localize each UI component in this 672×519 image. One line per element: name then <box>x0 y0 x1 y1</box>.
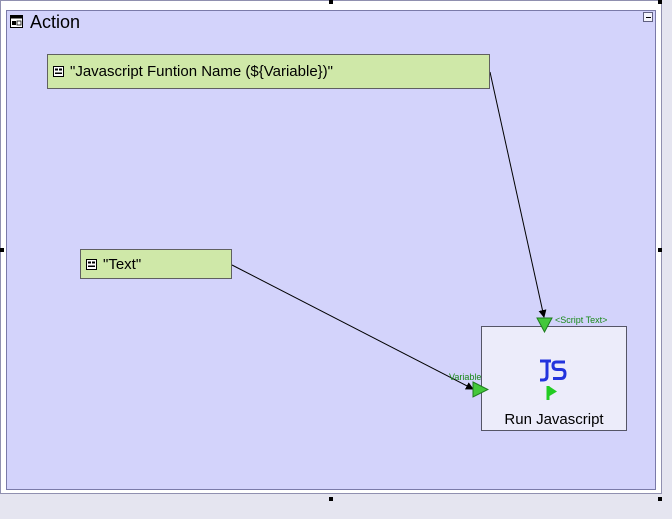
collapse-button[interactable] <box>643 12 653 22</box>
container-title: Action <box>30 12 81 32</box>
script-text-port[interactable] <box>536 317 553 333</box>
string-node-icon <box>86 258 97 270</box>
variable-port[interactable] <box>472 381 489 398</box>
resize-handle-top[interactable] <box>329 0 333 4</box>
action-block-label: Run Javascript <box>504 411 604 428</box>
string-node-function-name[interactable]: "Javascript Funtion Name (${Variable})" <box>47 54 490 89</box>
script-text-port-label: <Script Text> <box>555 315 608 325</box>
resize-handle-right[interactable] <box>658 248 662 252</box>
string-node-text-value[interactable]: "Text" <box>80 249 232 279</box>
string-node-text: "Javascript Funtion Name (${Variable})" <box>70 63 333 80</box>
wire-text-to-variable <box>231 264 474 390</box>
resize-handle-bottom[interactable] <box>329 497 333 501</box>
resize-handle-top-right[interactable] <box>658 0 662 4</box>
string-node-icon <box>53 66 64 77</box>
action-container-icon <box>10 15 23 28</box>
javascript-icon <box>540 359 567 400</box>
wire-function-name-to-script <box>489 71 547 318</box>
variable-port-label: Variable <box>449 372 482 382</box>
resize-handle-bottom-right[interactable] <box>658 497 662 501</box>
run-javascript-block[interactable]: Run Javascript <box>481 326 627 431</box>
resize-handle-left[interactable] <box>0 248 4 252</box>
string-node-text: "Text" <box>103 255 142 273</box>
